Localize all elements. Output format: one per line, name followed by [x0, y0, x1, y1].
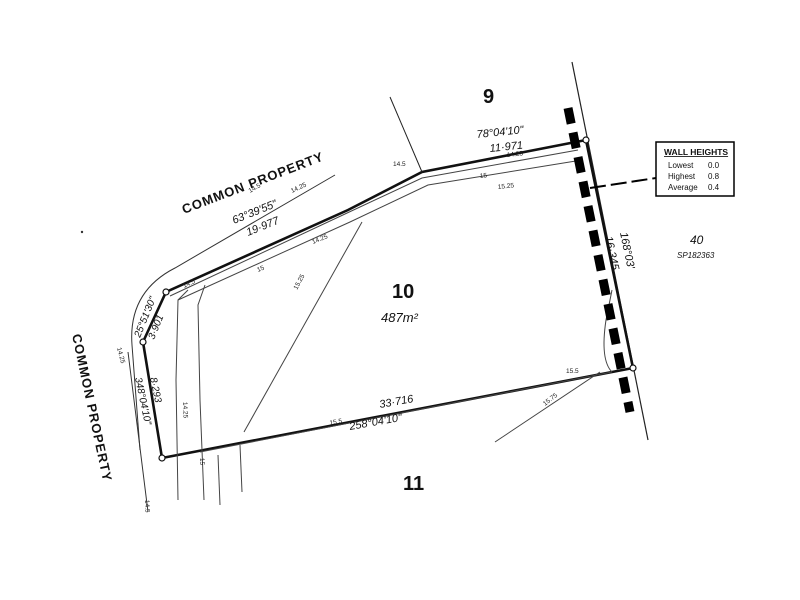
lot-11-label: 11: [403, 473, 424, 495]
lot-10-area: 487m²: [381, 310, 419, 325]
survey-mark-ne: [582, 136, 590, 144]
contour-label: 14.25: [181, 402, 189, 419]
common-property-edge: [131, 174, 336, 451]
west-distance: 8·293: [147, 376, 163, 404]
survey-mark-nw: [162, 288, 170, 296]
legend-average-label: Average: [668, 183, 698, 192]
contour-west-2: [197, 284, 206, 501]
contour-inner-2: [177, 159, 583, 301]
lot-10-boundary: [141, 138, 635, 460]
wall-heights-legend: WALL HEIGHTS Lowest 0.0 Highest 0.8 Aver…: [655, 141, 735, 197]
contour-south-2: [239, 444, 243, 493]
legend-lowest-label: Lowest: [668, 161, 694, 170]
survey-mark-sw: [158, 454, 166, 462]
contour-label: 15.5: [329, 418, 343, 427]
lot-40-label: 40: [690, 233, 704, 247]
legend-title: WALL HEIGHTS: [664, 147, 728, 157]
stray-mark: [80, 230, 84, 234]
survey-mark-w: [139, 338, 147, 346]
contour-label: 15: [479, 172, 487, 180]
contour-east-inner: [603, 289, 613, 373]
contour-label: 14.5: [182, 278, 197, 290]
lot-40-plan: SP182363: [677, 251, 715, 260]
contour-label: 15.5: [566, 368, 579, 375]
contour-label: 14.25: [506, 150, 523, 159]
contour-label: 15: [256, 265, 266, 274]
survey-mark-se: [629, 364, 637, 372]
contour-label: 14.25: [115, 347, 126, 365]
contour-diagonal: [243, 221, 363, 433]
lot-9-side-line: [389, 96, 423, 173]
contour-label: 14.25: [311, 233, 329, 246]
contour-label: 15.25: [293, 273, 307, 291]
legend-highest-label: Highest: [668, 172, 696, 181]
lot-9-label: 9: [483, 86, 494, 108]
common-property-edge-lower: [127, 351, 149, 513]
contour-south-1: [217, 454, 221, 506]
contour-south-inner: [199, 371, 613, 453]
retaining-wall: [563, 107, 635, 413]
south-bearing: 258°04'10": [347, 412, 404, 433]
contour-south-outer: [494, 371, 601, 443]
east-distance: 16·345: [602, 235, 621, 272]
contour-label: 14.5: [393, 161, 406, 168]
contour-label: 15: [198, 458, 205, 466]
lot-10-label: 10: [392, 281, 414, 303]
contour-inner-1: [169, 149, 579, 297]
contour-label: 15.25: [497, 182, 514, 191]
legend-average-value: 0.4: [708, 183, 720, 192]
legend-lowest-value: 0.0: [708, 161, 720, 170]
contour-west-1: [175, 289, 189, 501]
legend-box: [655, 141, 735, 197]
north-bearing: 78°04'10": [476, 124, 525, 141]
legend-leader: [589, 177, 657, 189]
contour-label: 14.5: [143, 500, 150, 513]
north-distance: 11·971: [489, 140, 524, 155]
legend-highest-value: 0.8: [708, 172, 720, 181]
common-property-left-label: COMMON PROPERTY: [69, 333, 115, 484]
south-distance: 33·716: [378, 393, 415, 411]
